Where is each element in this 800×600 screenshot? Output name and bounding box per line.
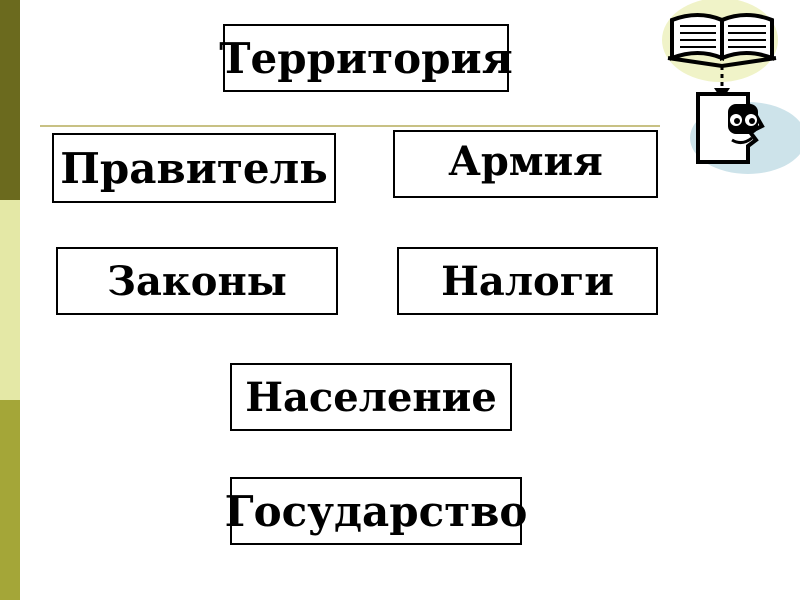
side-band-dark: [0, 0, 20, 200]
taxes-label: Налоги: [441, 258, 614, 305]
territory-label: Территория: [219, 34, 512, 83]
state-label: Государство: [225, 487, 528, 536]
territory-box: Территория: [223, 24, 509, 92]
ruler-box: Правитель: [52, 133, 336, 203]
laws-label: Законы: [107, 258, 287, 305]
population-box: Население: [230, 363, 512, 431]
side-band-mid: [0, 400, 20, 600]
divider-line: [40, 125, 660, 127]
state-box: Государство: [230, 477, 522, 545]
book-to-head-clipart: [658, 0, 800, 180]
army-box: Армия: [393, 130, 658, 198]
laws-box: Законы: [56, 247, 338, 315]
taxes-box: Налоги: [397, 247, 658, 315]
side-band-light: [0, 200, 20, 400]
population-label: Население: [245, 374, 497, 421]
army-label: Армия: [448, 138, 603, 185]
ruler-label: Правитель: [60, 144, 327, 193]
